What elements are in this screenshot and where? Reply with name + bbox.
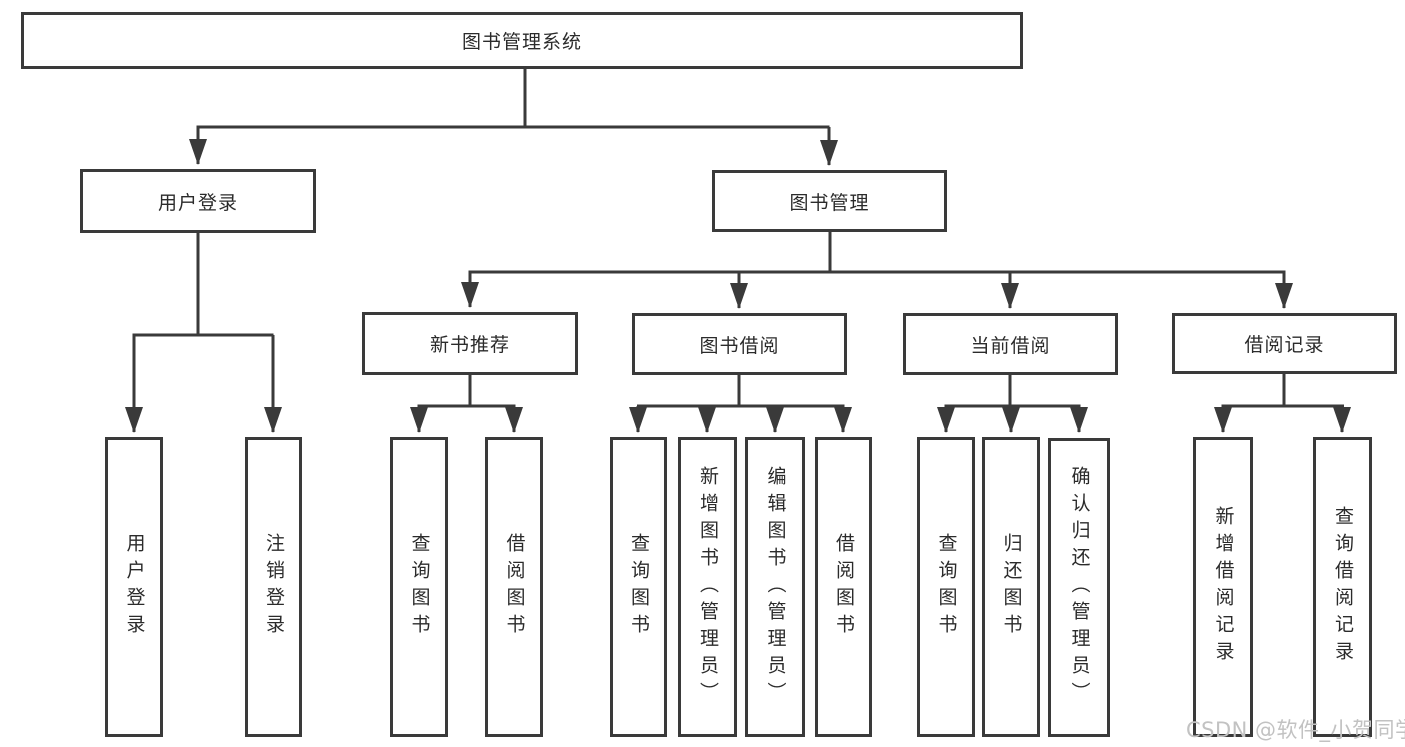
leaf-user-login: 用户登录 [105, 437, 163, 737]
node-label: 确认归还（管理员） [1068, 466, 1091, 709]
leaf-return-book: 归还图书 [982, 437, 1040, 737]
node-label: 编辑图书（管理员） [764, 465, 787, 709]
leaf-query-borrow-record: 查询借阅记录 [1313, 437, 1372, 737]
node-label: 图书管理 [789, 191, 870, 214]
leaf-recommend-borrow-book: 借阅图书 [485, 437, 543, 737]
node-label: 借阅图书 [833, 533, 855, 641]
node-label: 查询图书 [628, 533, 650, 641]
node-new-book-recommend: 新书推荐 [362, 312, 578, 375]
node-label: 当前借阅 [970, 334, 1051, 357]
node-book-management: 图书管理 [712, 170, 947, 232]
node-label: 新增图书（管理员） [697, 465, 719, 709]
node-label: 用户登录 [123, 533, 146, 641]
node-label: 归还图书 [1000, 533, 1023, 641]
node-root: 图书管理系统 [21, 12, 1023, 69]
node-label: 新书推荐 [429, 334, 510, 356]
node-label: 注销登录 [263, 533, 285, 641]
node-label: 用户登录 [157, 191, 238, 214]
node-label: 查询图书 [408, 533, 431, 641]
leaf-current-query-book: 查询图书 [917, 437, 975, 737]
leaf-confirm-return-admin: 确认归还（管理员） [1048, 438, 1110, 737]
node-label: 查询图书 [935, 533, 958, 641]
leaf-borrow-book: 借阅图书 [815, 437, 872, 737]
node-user-login: 用户登录 [80, 169, 316, 233]
node-label: 图书管理系统 [461, 31, 582, 53]
leaf-edit-book-admin: 编辑图书（管理员） [745, 437, 805, 737]
leaf-recommend-query-book: 查询图书 [390, 437, 448, 737]
node-book-borrow: 图书借阅 [632, 313, 847, 375]
node-label: 查询借阅记录 [1332, 506, 1354, 668]
csdn-watermark: CSDN @软件_小贺同学 [1186, 718, 1405, 742]
node-label: 借阅图书 [503, 533, 526, 641]
node-current-borrow: 当前借阅 [903, 313, 1118, 375]
leaf-logout: 注销登录 [245, 437, 302, 737]
node-label: 借阅记录 [1244, 334, 1325, 356]
leaf-borrow-query-book: 查询图书 [610, 437, 667, 737]
node-label: 新增借阅记录 [1212, 506, 1235, 668]
node-borrow-records: 借阅记录 [1172, 313, 1397, 374]
leaf-add-borrow-record: 新增借阅记录 [1193, 437, 1253, 737]
leaf-add-book-admin: 新增图书（管理员） [678, 437, 737, 737]
node-label: 图书借阅 [699, 334, 780, 357]
